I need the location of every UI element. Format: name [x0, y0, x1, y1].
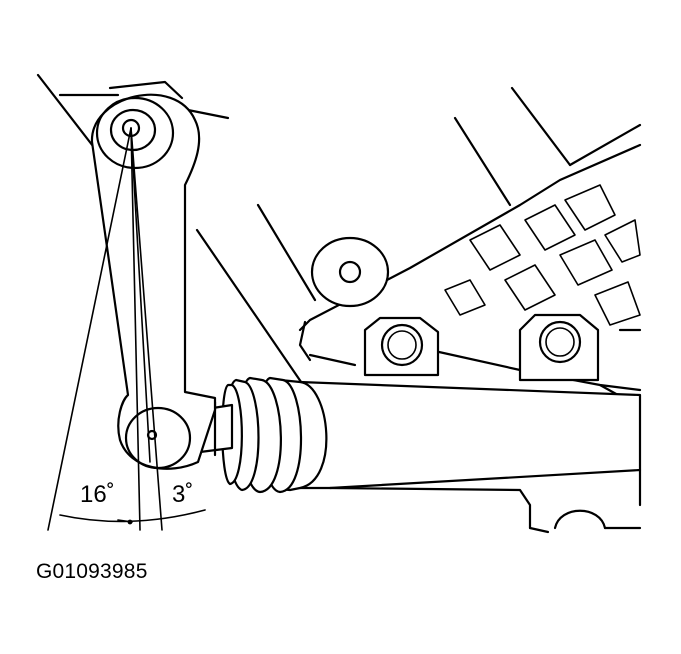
angle-reference-lines: [47, 127, 206, 531]
release-cylinder: [298, 380, 642, 534]
figure-id: G01093985: [36, 560, 148, 583]
mounting-bolt-right: [518, 313, 600, 382]
transmission-housing: [36, 73, 642, 397]
angle-label-3-deg: 3˚: [172, 481, 193, 508]
release-fork: [90, 93, 217, 470]
rubber-boot: [221, 376, 328, 494]
pivot-boss: [298, 236, 390, 362]
angle-label-16-deg: 16˚: [80, 481, 115, 508]
mounting-bolt-left: [363, 316, 440, 377]
